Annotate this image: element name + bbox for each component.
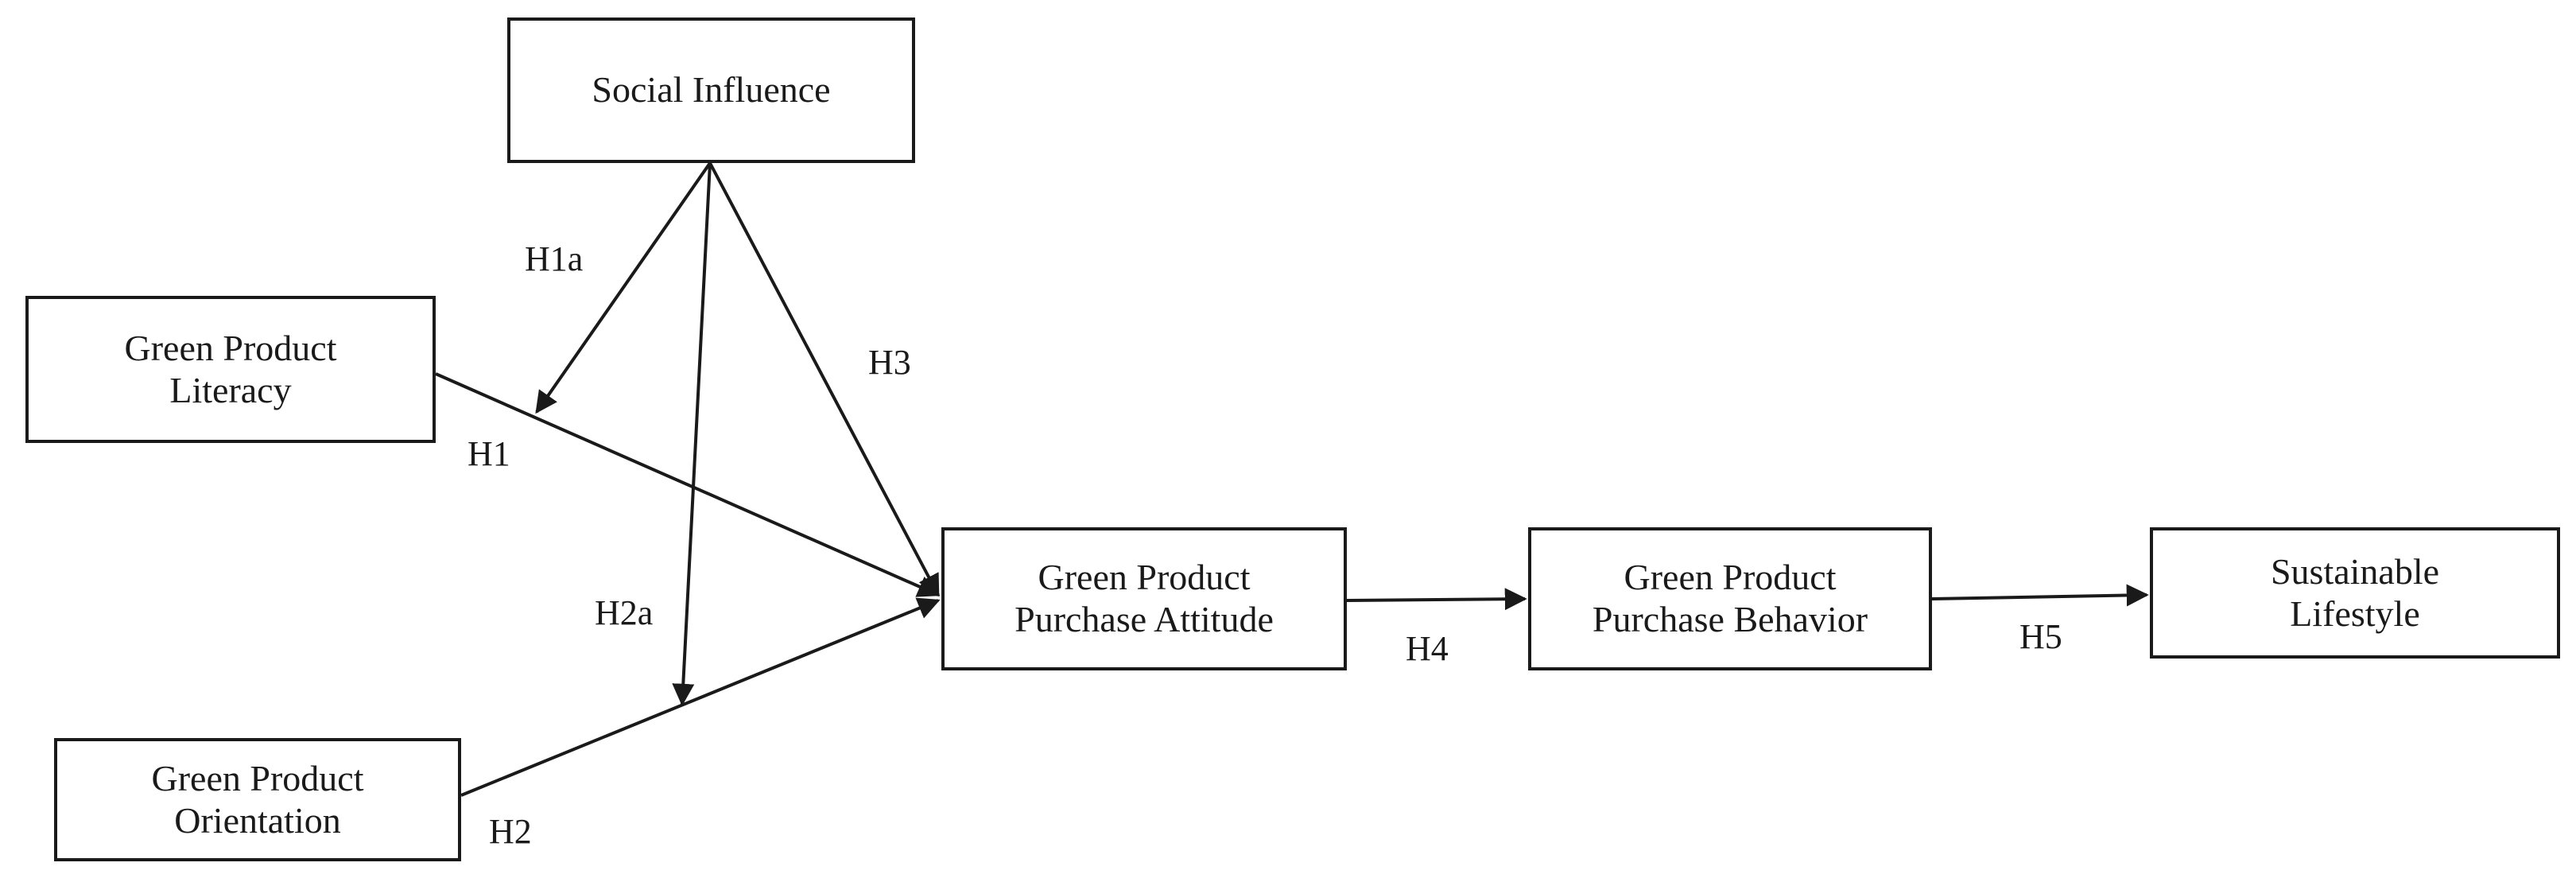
node-behavior-line2: Purchase Behavior	[1592, 599, 1868, 639]
edge-social-to-h2-moderation	[672, 162, 712, 706]
edge-literacy-to-attitude	[435, 372, 941, 597]
node-lifestyle-line2: Lifestyle	[2290, 593, 2420, 634]
node-purchase-behavior: Green Product Purchase Behavior	[1528, 527, 1932, 670]
node-purchase-attitude: Green Product Purchase Attitude	[941, 527, 1347, 670]
node-behavior-line1: Green Product	[1624, 557, 1837, 598]
label-h2a: H2a	[595, 593, 654, 632]
edge-orientation-to-attitude	[460, 597, 941, 797]
node-literacy-line1: Green Product	[124, 327, 337, 368]
edge-social-to-attitude	[708, 162, 940, 597]
label-h4: H4	[1406, 629, 1449, 668]
node-social-influence: Social Influence	[507, 17, 915, 163]
edge-behavior-to-lifestyle	[1931, 584, 2149, 607]
node-orientation-line1: Green Product	[151, 757, 364, 798]
node-attitude-line2: Purchase Attitude	[1014, 599, 1274, 639]
label-h3: H3	[868, 343, 911, 382]
node-literacy-line2: Literacy	[169, 369, 292, 410]
label-h2: H2	[489, 812, 532, 851]
node-sustainable-lifestyle: Sustainable Lifestyle	[2150, 527, 2560, 659]
label-h1a: H1a	[525, 239, 584, 278]
node-social-influence-label: Social Influence	[592, 69, 831, 111]
node-attitude-line1: Green Product	[1038, 557, 1251, 598]
node-lifestyle-line1: Sustainable	[2270, 550, 2440, 592]
edge-attitude-to-behavior	[1346, 588, 1527, 611]
label-h5: H5	[2019, 617, 2062, 656]
node-orientation-line2: Orientation	[174, 799, 341, 841]
edge-social-to-h1-moderation	[535, 161, 712, 414]
label-h1: H1	[467, 434, 510, 473]
node-green-product-orientation: Green Product Orientation	[54, 738, 461, 861]
node-green-product-literacy: Green Product Literacy	[25, 296, 436, 443]
